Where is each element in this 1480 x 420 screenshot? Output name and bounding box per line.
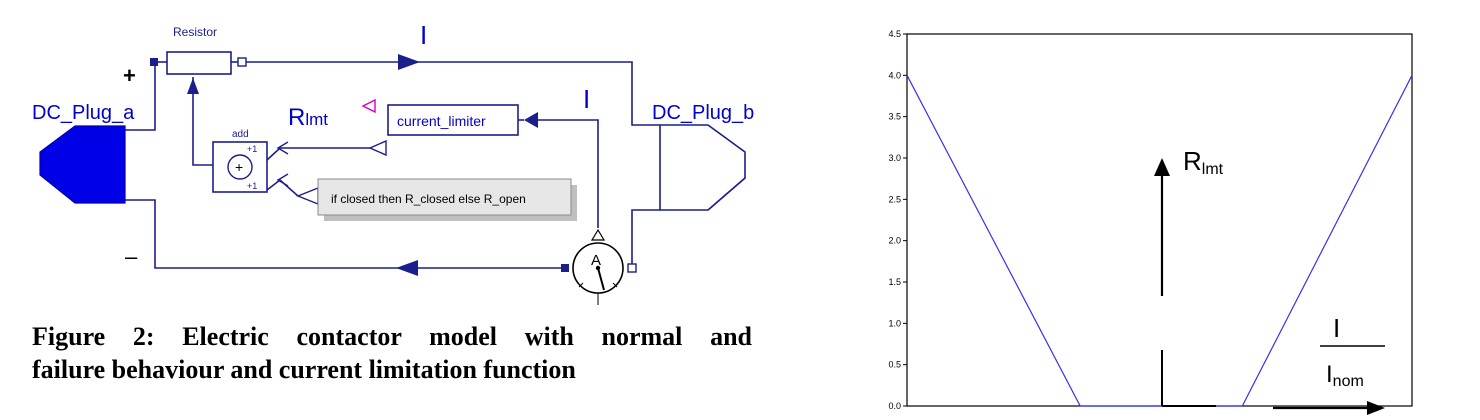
y-tick-label-1: 4.0 — [888, 70, 901, 80]
flow-arrow-top — [398, 54, 420, 70]
y-tick-label-5: 2.0 — [888, 236, 901, 246]
y-tick-label-4: 2.5 — [888, 194, 901, 204]
add-input-1: +1 — [247, 144, 257, 154]
y-tick-label-7: 1.0 — [888, 318, 901, 328]
current-limiter-label: current_limiter — [397, 113, 486, 129]
rlmt-arrow-head — [1154, 158, 1170, 176]
condition-output-arrow — [296, 186, 319, 206]
y-tick-label-8: 0.5 — [888, 360, 901, 370]
y-tick-label-2: 3.5 — [888, 112, 901, 122]
condition-label: if closed then R_closed else R_open — [331, 192, 526, 206]
current-label-mid: I — [583, 84, 590, 114]
rlmt-plot: 4.5 4.0 3.5 3.0 2.5 2.0 1.5 1.0 0.5 0.0 Rlmt I In… — [888, 29, 1413, 415]
y-axis: 4.5 4.0 3.5 3.0 2.5 2.0 1.5 1.0 0.5 0.0 — [888, 29, 907, 411]
ratio-denominator: Inom — [1326, 361, 1364, 390]
minus-sign: – — [125, 244, 138, 269]
wires — [125, 61, 746, 269]
y-tick-label-6: 1.5 — [888, 277, 901, 287]
ammeter-pin-right — [627, 263, 637, 273]
resistor-label: Resistor — [173, 25, 217, 39]
y-tick-label-3: 3.0 — [888, 153, 901, 163]
rlmt-annotation: Rlmt — [1183, 146, 1224, 178]
add-block[interactable] — [212, 141, 268, 193]
caption-line-2: failure behaviour and current limitation… — [32, 355, 576, 384]
resistor-pin-right — [237, 57, 247, 67]
figure-caption: Figure 2: Electric contactor model with … — [32, 320, 752, 386]
ammeter-pin-left — [561, 264, 569, 272]
contactor-diagram: Resistor + – DC_Plug_a DC_Plug_b I I Rlm… — [32, 20, 754, 305]
resistor-pin-left — [150, 58, 158, 66]
dc-plug-b[interactable] — [659, 124, 746, 211]
wire-resistor-control — [192, 77, 213, 166]
condition-block[interactable] — [317, 178, 577, 221]
add-input-arrow-2 — [276, 173, 289, 187]
control-arrow-up — [187, 78, 199, 94]
plug-b-label: DC_Plug_b — [652, 102, 754, 124]
caption-line-1: Figure 2: Electric contactor model with … — [32, 322, 752, 351]
rlmt-label: Rlmt — [288, 104, 328, 131]
limiter-output-arrow — [368, 139, 387, 157]
add-input-2: +1 — [247, 181, 257, 191]
dc-plug-a[interactable] — [39, 125, 126, 204]
series-line — [906, 75, 1413, 407]
ammeter-symbol: A — [591, 252, 601, 269]
wire-plug-a-bottom — [125, 199, 565, 269]
wire-top — [243, 61, 660, 126]
wire-sensor — [532, 119, 599, 228]
ammeter[interactable] — [572, 242, 624, 305]
y-tick-label-9: 0.0 — [888, 401, 901, 411]
wire-plug-a-top — [125, 62, 156, 131]
add-input-arrow-1 — [276, 141, 289, 155]
flow-arrow-bottom — [396, 260, 418, 276]
sensor-arrow — [524, 112, 538, 128]
wire-add-in2 — [266, 178, 299, 197]
ammeter-output-arrow — [590, 228, 606, 241]
wire-add-in1 — [266, 147, 370, 161]
add-label: add — [232, 129, 249, 140]
add-symbol: + — [235, 159, 243, 175]
x-direction-head — [1367, 401, 1385, 415]
limiter-accent-arrow — [361, 98, 376, 114]
wire-plug-b-bottom — [631, 209, 660, 268]
resistor-block[interactable] — [158, 51, 238, 75]
ratio-numerator: I — [1333, 313, 1340, 343]
current-label-top: I — [420, 20, 427, 50]
current-limiter-block[interactable] — [387, 104, 524, 136]
plug-a-label: DC_Plug_a — [32, 102, 135, 124]
y-tick-label-0: 4.5 — [888, 29, 901, 39]
plus-sign: + — [123, 63, 136, 88]
